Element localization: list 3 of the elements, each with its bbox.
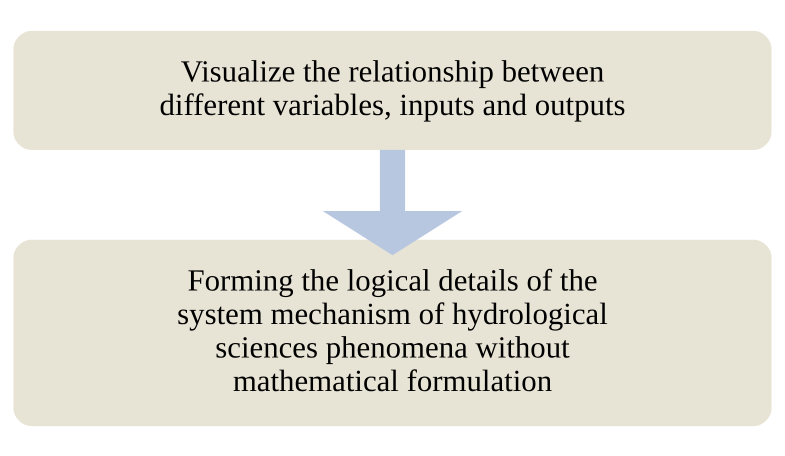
arrow (322, 149, 462, 255)
node-box: Forming the logical details of the system mechanism of hydrological sciences phenomena without mathematical formulation (13, 239, 772, 426)
node-box: Visualize the relationship between different variables, inputs and outputs (13, 30, 772, 150)
